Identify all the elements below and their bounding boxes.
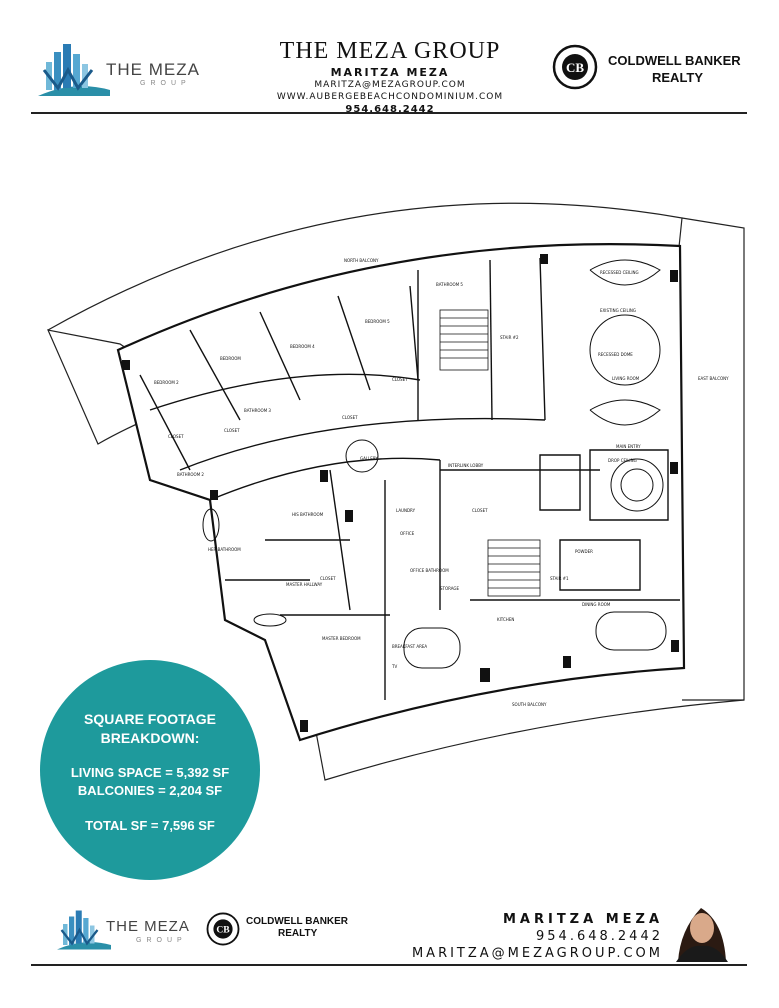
plan-label-closet-d: CLOSET	[392, 377, 408, 382]
plan-label-closet-e: CLOSET	[472, 508, 488, 513]
plan-label-gallery: GALLERY	[360, 456, 378, 461]
plan-label-master-hallway: MASTER HALLWAY	[286, 582, 323, 587]
header-logo-sub: GROUP	[140, 80, 191, 87]
plan-label-closet-b: CLOSET	[224, 428, 240, 433]
footer-skyline-logo-icon	[57, 910, 111, 950]
plan-label-bathroom3: BATHROOM 3	[244, 408, 271, 413]
plan-label-stair2: STAIR #2	[500, 335, 519, 340]
plan-label-recessed-ceiling: RECESSED CEILING	[600, 270, 639, 275]
plan-label-laundry: LAUNDRY	[396, 508, 416, 513]
header-cb-line1: COLDWELL BANKER	[608, 53, 741, 68]
brand-title: THE MEZA GROUP	[279, 38, 501, 64]
footer-contact: MARITZA MEZA 954.648.2442 MARITZA@MEZAGR…	[412, 912, 663, 961]
summary-heading: SQUARE FOOTAGE BREAKDOWN:	[84, 711, 216, 746]
plan-label-master-bedroom: MASTER BEDROOM	[322, 636, 361, 641]
agent-phone[interactable]: 954.648.2442	[345, 104, 435, 115]
plan-label-main-entry: MAIN ENTRY	[616, 444, 641, 449]
plan-label-office: OFFICE	[400, 531, 415, 536]
plan-label-breakfast-area: BREAKFAST AREA	[392, 644, 427, 649]
plan-label-office-bathroom: OFFICE BATHROOM	[410, 568, 449, 573]
plan-label-bedroom5: BEDROOM 5	[365, 319, 390, 324]
plan-label-east-balcony: EAST BALCONY	[698, 376, 729, 381]
plan-label-existing-ceiling: EXISTING CEILING	[600, 308, 636, 313]
footer-logo-sub: GROUP	[136, 937, 187, 944]
coldwell-banker-seal-icon: CB	[552, 44, 598, 90]
agent-portrait-icon	[666, 900, 736, 962]
plan-label-powder: POWDER	[575, 549, 593, 554]
square-footage-badge: SQUARE FOOTAGE BREAKDOWN: LIVING SPACE =…	[40, 660, 260, 880]
footer-divider	[31, 964, 747, 966]
header-cb-line2: REALTY	[652, 70, 704, 85]
header-cb-logo: CB COLDWELL BANKER REALTY	[552, 44, 752, 94]
header-logo-text: THE MEZA	[106, 60, 200, 79]
plan-label-bedroom4: BEDROOM 4	[290, 344, 315, 349]
footer-agent-name: MARITZA MEZA	[502, 912, 663, 927]
plan-label-closet-f: CLOSET	[320, 576, 336, 581]
plan-label-dining-room: DINING ROOM	[582, 602, 611, 607]
plan-label-stair1: STAIR #1	[550, 576, 569, 581]
header-divider	[31, 112, 747, 114]
plan-label-interlink-lobby: INTERLINK LOBBY	[448, 463, 484, 468]
plan-label-living-room: LIVING ROOM	[612, 376, 640, 381]
footer-agent-phone[interactable]: 954.648.2442	[536, 929, 663, 944]
building-outline	[116, 243, 686, 742]
plan-label-bathroom2: BATHROOM 2	[177, 472, 204, 477]
footer-agent-email[interactable]: MARITZA@MEZAGROUP.COM	[411, 946, 663, 961]
plan-label-closet-c: CLOSET	[342, 415, 358, 420]
svg-text:CB: CB	[216, 925, 230, 936]
plan-label-south-balcony: SOUTH BALCONY	[512, 702, 547, 707]
footer-logo: THE MEZA GROUP	[54, 906, 194, 956]
header-logo: THE MEZA GROUP	[34, 40, 204, 100]
plan-label-kitchen: KITCHEN	[497, 617, 514, 622]
plan-label-tv: TV	[391, 664, 397, 669]
website-link[interactable]: WWW.AUBERGEBEACHCONDOMINIUM.COM	[276, 92, 504, 102]
header-contact: THE MEZA GROUP MARITZA MEZA MARITZA@MEZA…	[240, 38, 540, 115]
plan-label-bedroom3: BEDROOM	[220, 356, 241, 361]
plan-label-storage: STORAGE	[440, 586, 460, 591]
plan-label-drop-ceiling: DROP CEILING	[608, 458, 637, 463]
skyline-logo-icon	[38, 44, 110, 96]
footer-cb-line1: COLDWELL BANKER	[246, 916, 349, 927]
plan-label-closet-a: CLOSET	[168, 434, 184, 439]
summary-balconies: BALCONIES = 2,204 SF	[77, 783, 223, 798]
agent-email[interactable]: MARITZA@MEZAGROUP.COM	[314, 80, 466, 90]
plan-label-bedroom2: BEDROOM 2	[154, 380, 179, 385]
summary-total: TOTAL SF = 7,596 SF	[85, 818, 215, 833]
footer-cb-line2: REALTY	[278, 928, 318, 939]
agent-name: MARITZA MEZA	[330, 66, 450, 79]
plan-label-bathroom5: BATHROOM 5	[436, 282, 463, 287]
summary-living: LIVING SPACE = 5,392 SF	[70, 765, 230, 780]
footer-logo-text: THE MEZA	[106, 918, 190, 935]
plan-label-his-bathroom: HIS BATHROOM	[292, 512, 324, 517]
plan-label-recessed-dome: RECESSED DOME	[598, 352, 633, 357]
agent-photo	[666, 900, 736, 962]
footer-coldwell-banker-seal-icon: CB	[206, 912, 240, 946]
footer-cb-logo: CB COLDWELL BANKER REALTY	[206, 910, 356, 950]
plan-label-north-balcony: NORTH BALCONY	[344, 258, 379, 263]
svg-text:CB: CB	[566, 60, 584, 75]
plan-label-her-bathroom: HER BATHROOM	[208, 547, 241, 552]
